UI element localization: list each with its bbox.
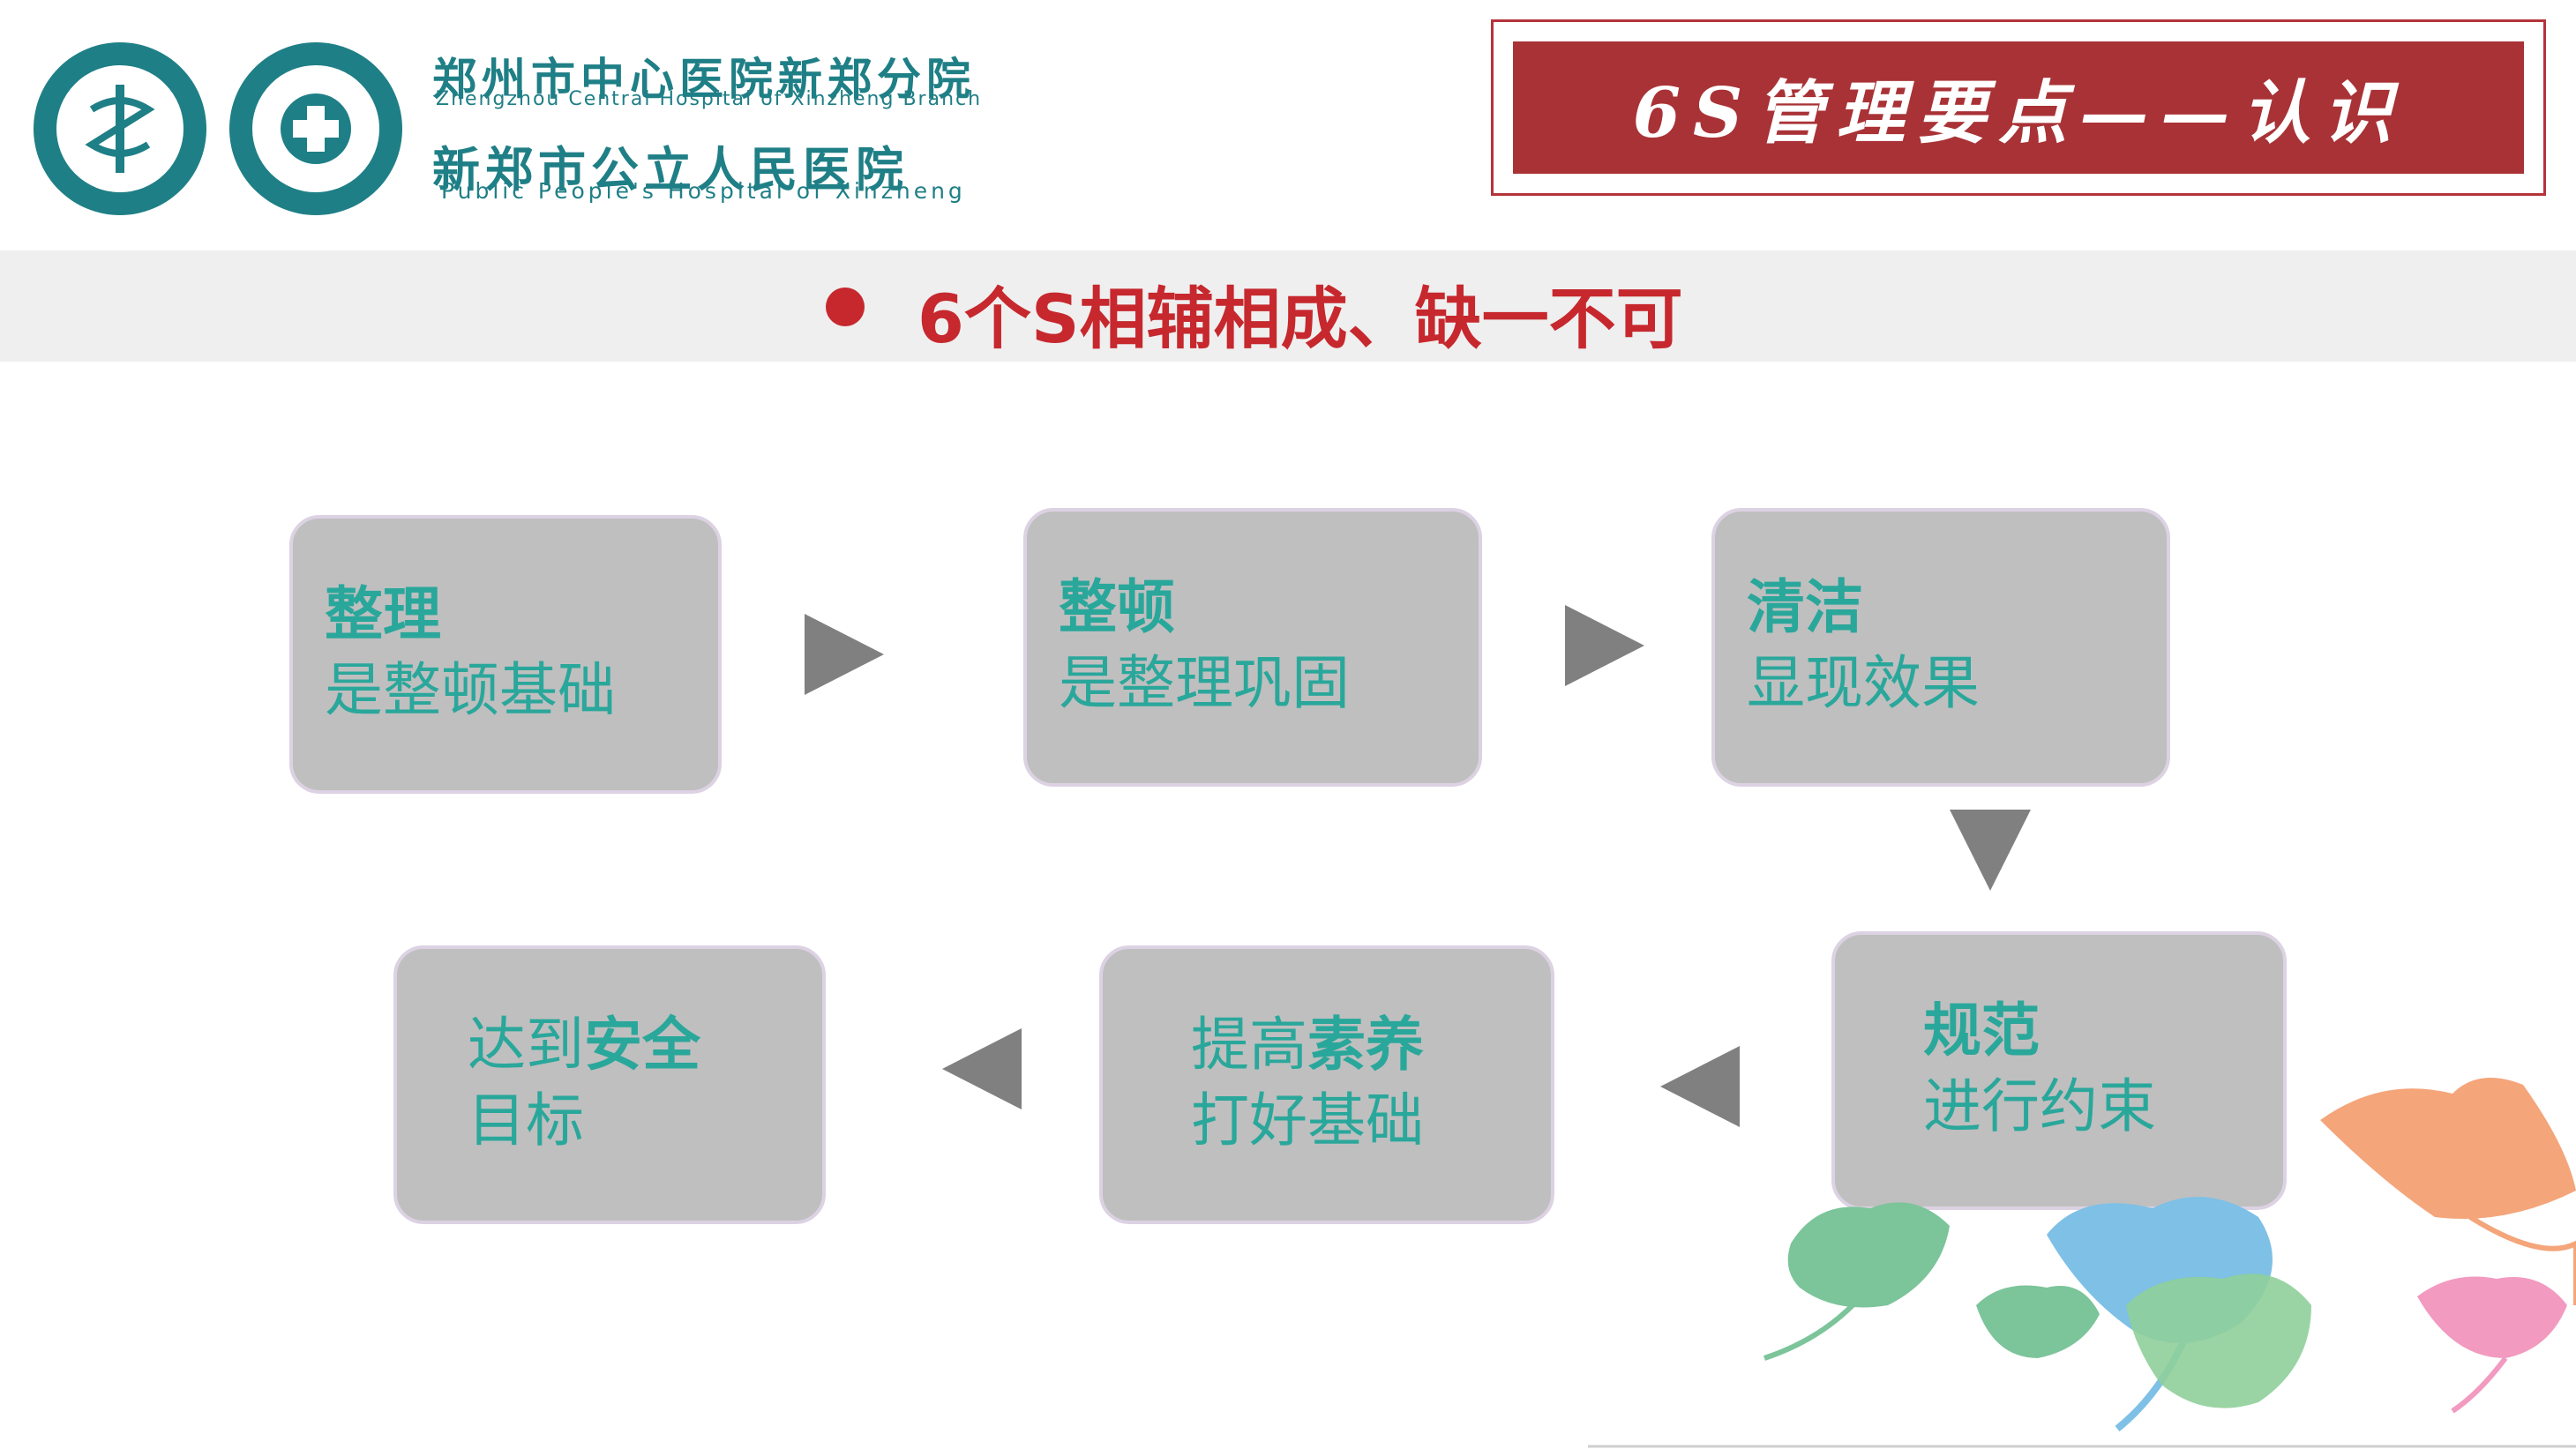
step-box-1: 整理 是整顿基础 — [289, 515, 722, 794]
step-5-heading: 提高素养 — [1191, 1007, 1551, 1083]
step-box-6: 达到安全 目标 — [393, 945, 826, 1224]
title-banner: 6S管理要点——认识 — [1513, 41, 2524, 174]
leaf-orange-icon — [2320, 1078, 2576, 1219]
bullet-dot-icon — [826, 288, 865, 326]
leaf-green-icon — [1976, 1285, 2100, 1358]
arrow-right-icon — [1565, 605, 1644, 686]
step-6-prefix: 达到 — [468, 1011, 584, 1079]
arrow-left-icon — [1660, 1046, 1740, 1127]
step-box-2: 整顿 是整理巩固 — [1023, 508, 1482, 787]
step-5-keyword: 素养 — [1307, 1011, 1424, 1079]
step-4-heading: 规范 — [1923, 997, 2040, 1064]
hospital2-name-en: Public People's Hospital of Xinzheng — [441, 178, 966, 204]
medical-cross-icon — [281, 93, 351, 164]
step-3-heading: 清洁 — [1747, 573, 1863, 641]
step-6-text: 目标 — [468, 1087, 584, 1154]
leaf-green-icon — [2126, 1273, 2311, 1408]
leaf-pink-icon — [2417, 1276, 2567, 1358]
step-2-text: 是整理巩固 — [1059, 649, 1350, 717]
hospital-name-cn: 郑州市中心医院新郑分院 — [432, 53, 976, 105]
hospital2-name-cn: 新郑市公立人民医院 — [432, 141, 909, 198]
arrow-down-icon — [1950, 810, 2031, 891]
step-3-text: 显现效果 — [1747, 649, 1980, 717]
step-5-text: 打好基础 — [1191, 1087, 1424, 1154]
step-box-5: 提高素养 打好基础 — [1099, 945, 1554, 1224]
step-1-text: 是整顿基础 — [325, 656, 616, 724]
caduceus-icon — [85, 85, 155, 173]
step-1-heading: 整理 — [325, 580, 441, 648]
subtitle: 6个S相辅相成、缺一不可 — [917, 280, 1683, 358]
step-4-text: 进行约束 — [1923, 1072, 2156, 1140]
ginkgo-leaves-decoration — [1588, 1078, 2576, 1448]
xinzheng-public-hospital-logo — [229, 42, 402, 215]
step-box-4: 规范 进行约束 — [1831, 931, 2287, 1210]
step-5-prefix: 提高 — [1191, 1011, 1307, 1079]
zhengzhou-central-hospital-logo — [34, 42, 206, 215]
leaf-green-icon — [1787, 1202, 1950, 1308]
step-box-3: 清洁 显现效果 — [1711, 508, 2170, 787]
step-2-heading: 整顿 — [1059, 573, 1175, 641]
page-title: 6S管理要点——认识 — [1632, 73, 2405, 153]
hospital-name-en: Zhengzhou Central Hospital of Xinzheng B… — [436, 88, 983, 110]
arrow-left-icon — [942, 1028, 1022, 1109]
arrow-right-icon — [805, 614, 884, 695]
title-frame: 6S管理要点——认识 — [1491, 19, 2546, 196]
subtitle-band — [0, 250, 2576, 362]
step-6-keyword: 安全 — [584, 1011, 700, 1079]
step-6-heading: 达到安全 — [468, 1007, 822, 1083]
